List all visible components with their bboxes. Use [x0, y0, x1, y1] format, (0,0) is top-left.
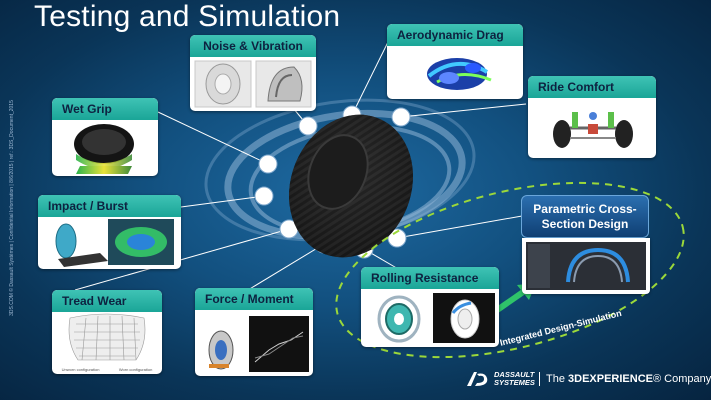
- card-title: Aerodynamic Drag: [387, 24, 523, 46]
- tagline-highlight: 3DEXPERIENCE: [568, 373, 653, 385]
- card-title: Noise & Vibration: [190, 35, 316, 57]
- confidential-footer-text: 3DS.COM © Dassault Systèmes | Confidenti…: [9, 100, 15, 316]
- card-image: [361, 289, 499, 347]
- footer-separator: [539, 372, 540, 386]
- card-image: [190, 57, 316, 111]
- card-parametric-design-title[interactable]: Parametric Cross-Section Design: [521, 195, 649, 238]
- tagline-post: ® Company: [653, 373, 711, 385]
- card-title: Parametric Cross-Section Design: [533, 202, 637, 231]
- card-force-moment[interactable]: Force / Moment: [195, 288, 313, 376]
- card-title: Force / Moment: [195, 288, 313, 310]
- card-tread-wear[interactable]: Tread Wear Unworn configura: [52, 290, 162, 374]
- integration-ellipse: [335, 181, 685, 359]
- card-parametric-design-image: [522, 238, 650, 294]
- card-title: Wet Grip: [52, 98, 158, 120]
- page-title: Testing and Simulation: [34, 0, 341, 33]
- tire-icon: [289, 114, 413, 258]
- footer-tagline: The 3DEXPERIENCE® Company: [546, 373, 711, 385]
- card-image: [38, 217, 181, 269]
- legend-worn: Worn configuration: [118, 367, 153, 372]
- brand-name: DASSAULT SYSTEMES: [494, 370, 535, 387]
- card-ride-comfort[interactable]: Ride Comfort: [528, 76, 656, 158]
- legend-unworn: Unworn configuration: [61, 367, 100, 372]
- card-image: [387, 46, 523, 99]
- card-image: Unworn configuration Worn configuration: [52, 312, 162, 374]
- card-image: [195, 310, 313, 376]
- tagline-pre: The: [546, 373, 569, 385]
- card-impact-burst[interactable]: Impact / Burst: [38, 195, 181, 269]
- card-rolling-resistance[interactable]: Rolling Resistance: [361, 267, 499, 347]
- dassault-logo-icon: [467, 372, 488, 386]
- card-aerodynamic-drag[interactable]: Aerodynamic Drag: [387, 24, 523, 99]
- card-title: Tread Wear: [52, 290, 162, 312]
- card-image: [52, 120, 158, 176]
- card-image: [528, 98, 656, 158]
- card-noise-vibration[interactable]: Noise & Vibration: [190, 35, 316, 111]
- card-wet-grip[interactable]: Wet Grip: [52, 98, 158, 176]
- dassault-footer: DASSAULT SYSTEMES The 3DEXPERIENCE® Comp…: [465, 368, 711, 390]
- card-title: Ride Comfort: [528, 76, 656, 98]
- brand-line-1: DASSAULT: [494, 370, 535, 379]
- card-title: Impact / Burst: [38, 195, 181, 217]
- brand-line-2: SYSTEMES: [494, 378, 535, 387]
- card-title: Rolling Resistance: [361, 267, 499, 289]
